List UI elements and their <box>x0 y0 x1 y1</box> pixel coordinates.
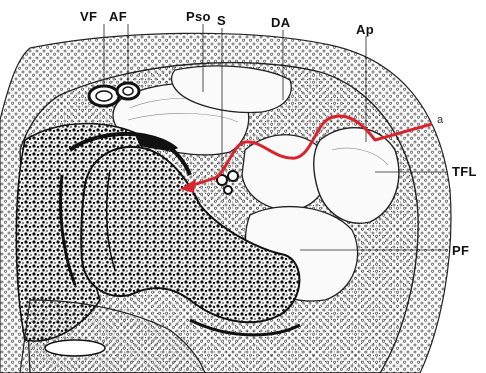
label-vf: VF <box>80 9 97 24</box>
label-a: a <box>437 114 443 126</box>
label-s: S <box>217 13 226 28</box>
label-tfl: TFL <box>452 164 477 179</box>
sciatic-nerve <box>45 340 105 356</box>
label-ap: Ap <box>356 22 374 37</box>
label-da: DA <box>271 15 290 30</box>
label-af: AF <box>109 9 127 24</box>
label-pso: Pso <box>186 9 211 24</box>
label-pf: PF <box>452 243 469 258</box>
